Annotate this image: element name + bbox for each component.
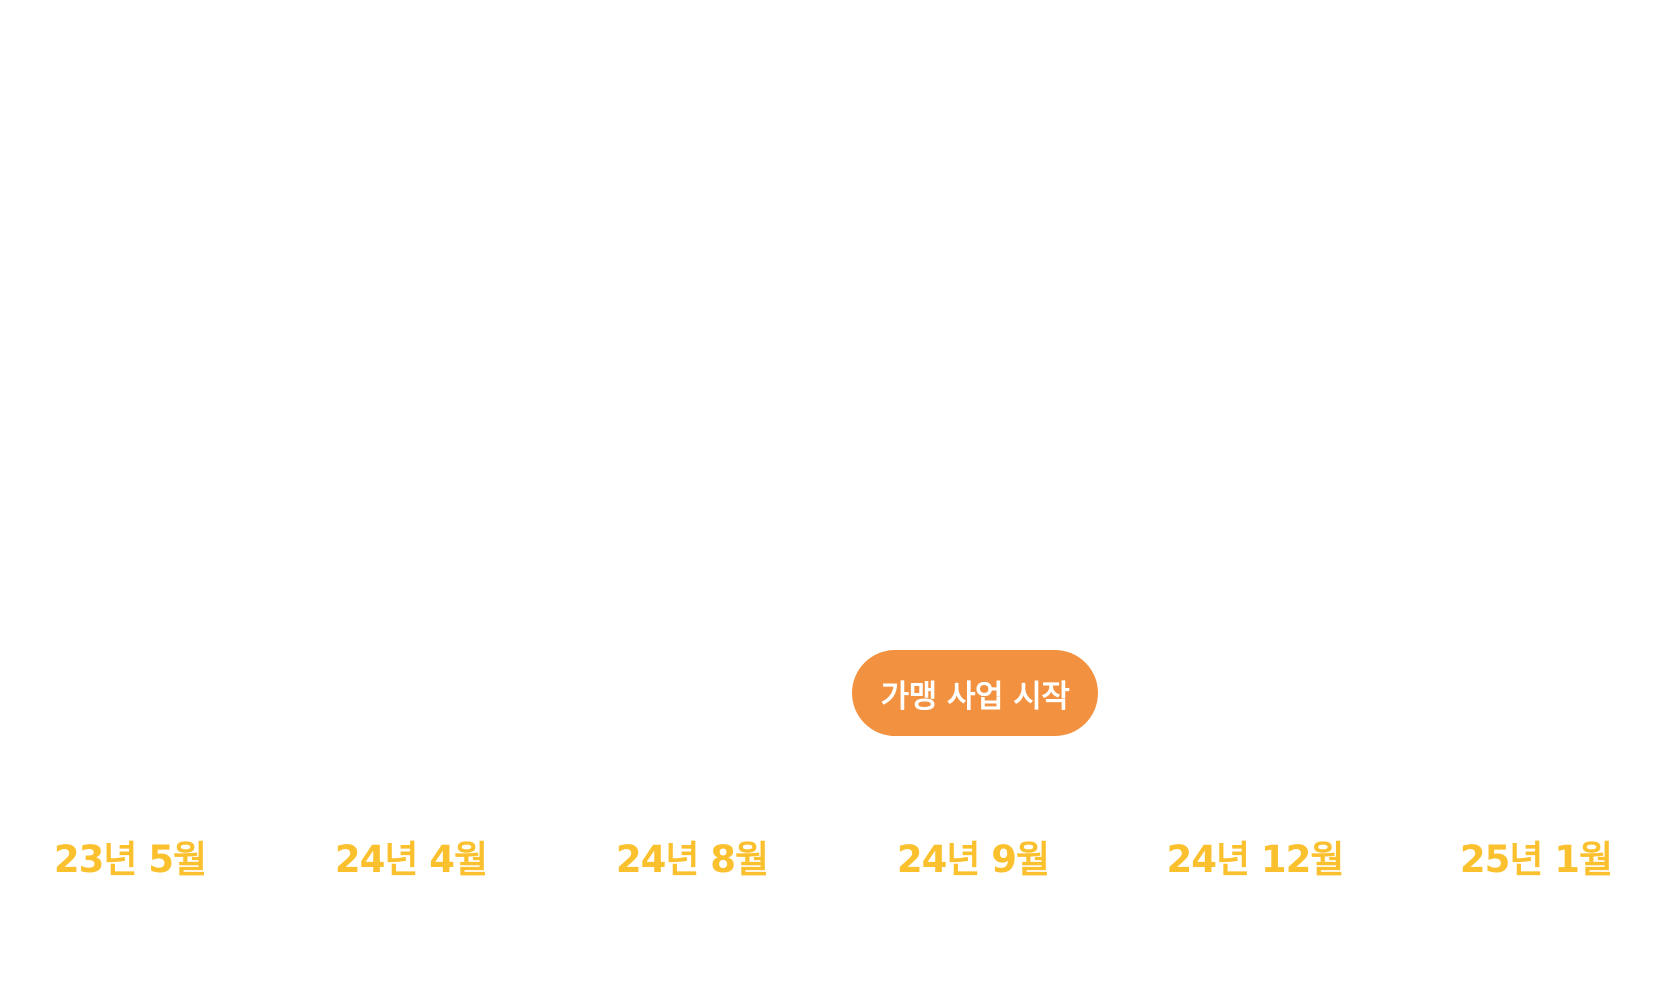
timeline-date: 23년 5월: [53, 838, 207, 881]
timeline-dates: 23년 5월 24년 4월 24년 8월 24년 9월 24년 12월 25년 …: [0, 830, 1662, 890]
timeline-date: 24년 4월: [334, 838, 488, 881]
timeline-date: 24년 12월: [1166, 838, 1345, 881]
timeline-date: 24년 8월: [615, 838, 769, 881]
milestone-badge-franchise-start: 가맹 사업 시작: [852, 650, 1098, 736]
timeline-date: 24년 9월: [896, 838, 1050, 881]
timeline-date: 25년 1월: [1459, 838, 1613, 881]
